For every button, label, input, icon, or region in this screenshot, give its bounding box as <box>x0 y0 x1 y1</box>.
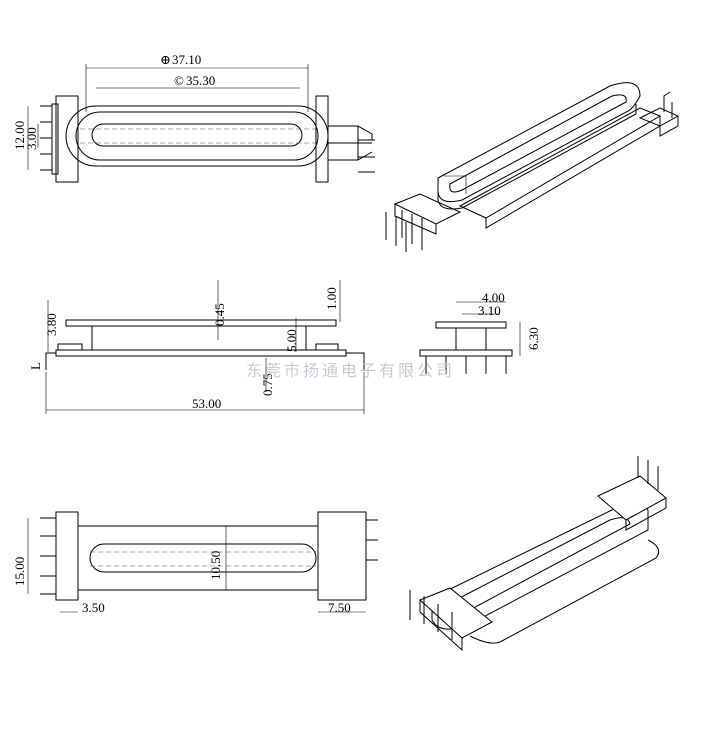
dim-pin-row-span: 15.00 <box>12 557 27 586</box>
isometric-view-top <box>385 82 680 252</box>
dim-center-width: 10.50 <box>208 551 223 580</box>
dim-pin-offset: L <box>28 362 43 370</box>
isometric-view-bottom <box>409 456 667 652</box>
dim-flange-height: 3.80 <box>44 313 59 336</box>
dim-inner-width: 3.00 <box>24 127 39 150</box>
dim-overall-width: 12.00 <box>12 121 27 150</box>
dim-flange-step: 1.00 <box>324 287 339 310</box>
dim-overall-length: 37.10 <box>172 52 201 67</box>
dim-inner-length: 35.30 <box>186 73 215 88</box>
dim-wall-thickness: 0.45 <box>212 303 227 326</box>
dim-height: 5.00 <box>284 329 299 352</box>
company-watermark: 东莞市扬通电子有限公司 <box>246 362 455 380</box>
dim-pin-diameter: 0.75 <box>260 373 275 396</box>
bottom-view: 15.00 10.50 3.50 7.50 <box>12 511 378 615</box>
dim-end-inner-width: 3.10 <box>478 303 501 318</box>
dim-symbol-icon: © <box>174 73 184 88</box>
dim-left-pitch: 3.50 <box>82 600 105 615</box>
dim-end-height: 6.30 <box>526 327 541 350</box>
dim-right-offset: 7.50 <box>328 600 351 615</box>
side-view: 3.80 0.45 1.00 5.00 0.75 53.00 L <box>28 280 365 414</box>
top-view: 37.10 ⊕ 35.30 © 12.00 3.00 <box>12 52 375 183</box>
dim-total-length: 53.00 <box>192 396 221 411</box>
end-view: 4.00 3.10 6.30 <box>419 290 541 374</box>
dim-end-outer-width: 4.00 <box>482 290 505 305</box>
dim-symbol-icon: ⊕ <box>160 52 171 67</box>
